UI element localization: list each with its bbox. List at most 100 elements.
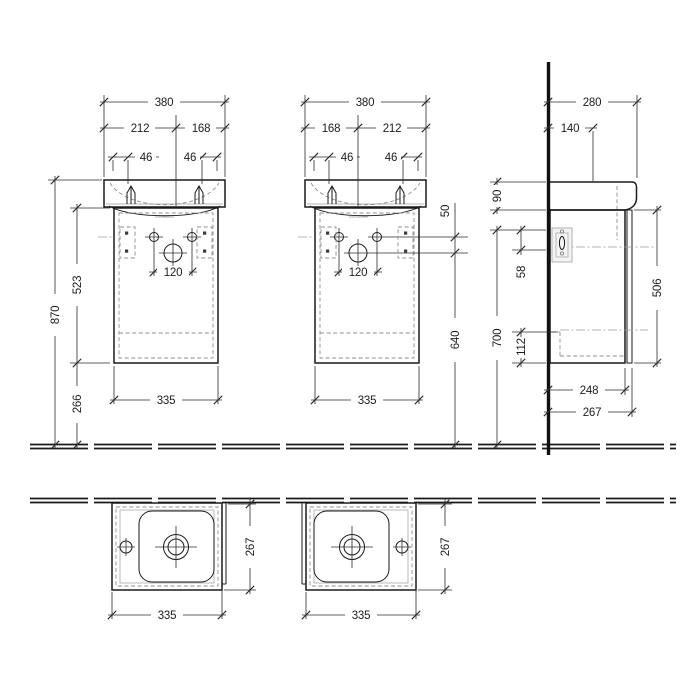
- dim-side-door-height: 506: [634, 205, 664, 368]
- dim-label: 523: [72, 276, 84, 295]
- dim-label: 335: [158, 610, 177, 622]
- cabinet-hidden-plan: [115, 506, 219, 587]
- dim-side-outlet-zone: 112: [512, 327, 558, 368]
- dim-label: 267: [245, 538, 257, 557]
- siphon-hole: [159, 239, 187, 267]
- dim-label: 335: [358, 395, 377, 407]
- dim-label: 380: [356, 97, 375, 109]
- dim-side-mounting-height: 700: [490, 225, 546, 450]
- door-panel-side: [626, 209, 633, 364]
- tap-hole-plan: [393, 538, 411, 556]
- washbasin-front: [304, 179, 427, 218]
- side-view: 280 140 90 700 58: [490, 62, 664, 455]
- dim-label: 248: [580, 385, 599, 397]
- side-panel-edge: [301, 503, 306, 585]
- rim-inner-line: [313, 509, 409, 584]
- dim-front-right-tap-offsets: 46 46: [309, 151, 423, 184]
- dim-side-half-depth: 140: [543, 122, 598, 181]
- dim-label: 46: [385, 152, 397, 164]
- dim-label: 120: [349, 267, 368, 279]
- dim-label: 267: [440, 538, 452, 557]
- dim-label: 120: [164, 267, 183, 279]
- dim-front-right-total-width: 380: [300, 95, 431, 177]
- drain-plan: [155, 526, 197, 568]
- dim-label: 50: [440, 205, 452, 217]
- basin-profile: [550, 181, 638, 211]
- wall-line-plan: [30, 497, 676, 504]
- basin-outline-plan: [305, 502, 417, 591]
- dim-label: 640: [450, 331, 462, 350]
- dim-side-body-depth: 248: [543, 368, 630, 397]
- dim-label: 335: [157, 395, 176, 407]
- dim-label: 212: [383, 123, 402, 135]
- cabinet-inner-hidden: [319, 212, 415, 359]
- rim-inner-line: [119, 509, 215, 584]
- floor-line: [30, 443, 676, 450]
- dim-label: 380: [155, 97, 174, 109]
- bowl-hidden-edge: [109, 182, 220, 206]
- hinge-plate-right: [397, 226, 414, 259]
- wall-bracket: [551, 227, 573, 263]
- fixing-hole-left: [145, 228, 163, 276]
- cabinet-body: [113, 207, 219, 364]
- basin-outline-plan: [111, 502, 223, 591]
- top-view-left: 335 267: [107, 499, 257, 622]
- cabinet-hidden-plan: [309, 506, 413, 587]
- front-view-right: 380 168 212 46 46: [298, 95, 468, 450]
- dim-label: 90: [492, 190, 504, 202]
- tap-fixture-right-icon: [395, 184, 405, 204]
- washbasin-side: [550, 181, 638, 240]
- cabinet-front: [98, 207, 219, 364]
- tap-fixture-right-icon: [194, 184, 204, 204]
- dim-label: 112: [516, 338, 528, 356]
- dim-front-left-overall-height: 870: [48, 175, 102, 450]
- drain-plan: [331, 526, 373, 568]
- bowl-front-edge: [108, 205, 221, 217]
- dim-label: 58: [516, 266, 528, 278]
- dim-side-overall-depth: 267: [543, 368, 637, 419]
- washbasin-front: [103, 179, 226, 218]
- dim-label: 280: [583, 97, 602, 109]
- bowl-plan: [138, 510, 215, 583]
- dim-top-left-width: 335: [107, 588, 227, 622]
- top-view-right: 335 267: [301, 499, 452, 622]
- dim-label: 506: [652, 279, 664, 298]
- cabinet-inner-hidden: [118, 212, 214, 359]
- hinge-plate-right: [196, 226, 213, 259]
- basin-body: [103, 179, 226, 208]
- dim-front-left-splits: 212 168: [99, 115, 230, 206]
- dim-front-left-tap-offsets: 46 46: [108, 151, 222, 184]
- dim-label: 46: [140, 152, 152, 164]
- dim-side-basin-height: 90: [490, 177, 546, 215]
- cabinet-front: [298, 207, 468, 364]
- basin-body: [304, 179, 427, 208]
- fixing-hole-left: [330, 228, 348, 276]
- hinge-plate-left: [119, 226, 136, 259]
- dim-front-left-cabinet-width: 335: [109, 366, 223, 407]
- dim-label: 266: [72, 395, 84, 414]
- side-panel-edge: [222, 503, 227, 585]
- bowl-front-edge: [309, 205, 422, 217]
- dim-label: 46: [341, 152, 353, 164]
- dim-label: 140: [561, 123, 580, 135]
- dim-front-right-splits: 168 212: [300, 115, 431, 206]
- dim-front-right-hole-spacing: 120: [334, 266, 382, 279]
- dim-label: 46: [184, 152, 196, 164]
- dim-side-total-depth: 280: [543, 95, 642, 178]
- tap-fixture-left-icon: [327, 184, 337, 204]
- dim-label: 700: [492, 329, 504, 348]
- dim-side-bracket-holes: 58: [512, 225, 546, 278]
- hinge-plate-left: [320, 226, 337, 259]
- dim-front-right-heights: 50 640: [440, 203, 462, 450]
- dim-label: 168: [322, 123, 341, 135]
- bowl-plan: [313, 510, 390, 583]
- cabinet-body: [314, 207, 420, 364]
- front-view-left: 380 212 168 46 46: [48, 95, 230, 450]
- tap-fixture-left-icon: [126, 184, 136, 204]
- dim-label: 168: [192, 123, 211, 135]
- dim-front-left-total-width: 380: [99, 95, 230, 177]
- tap-hole-plan: [117, 538, 135, 556]
- dim-front-right-cabinet-width: 335: [310, 366, 424, 407]
